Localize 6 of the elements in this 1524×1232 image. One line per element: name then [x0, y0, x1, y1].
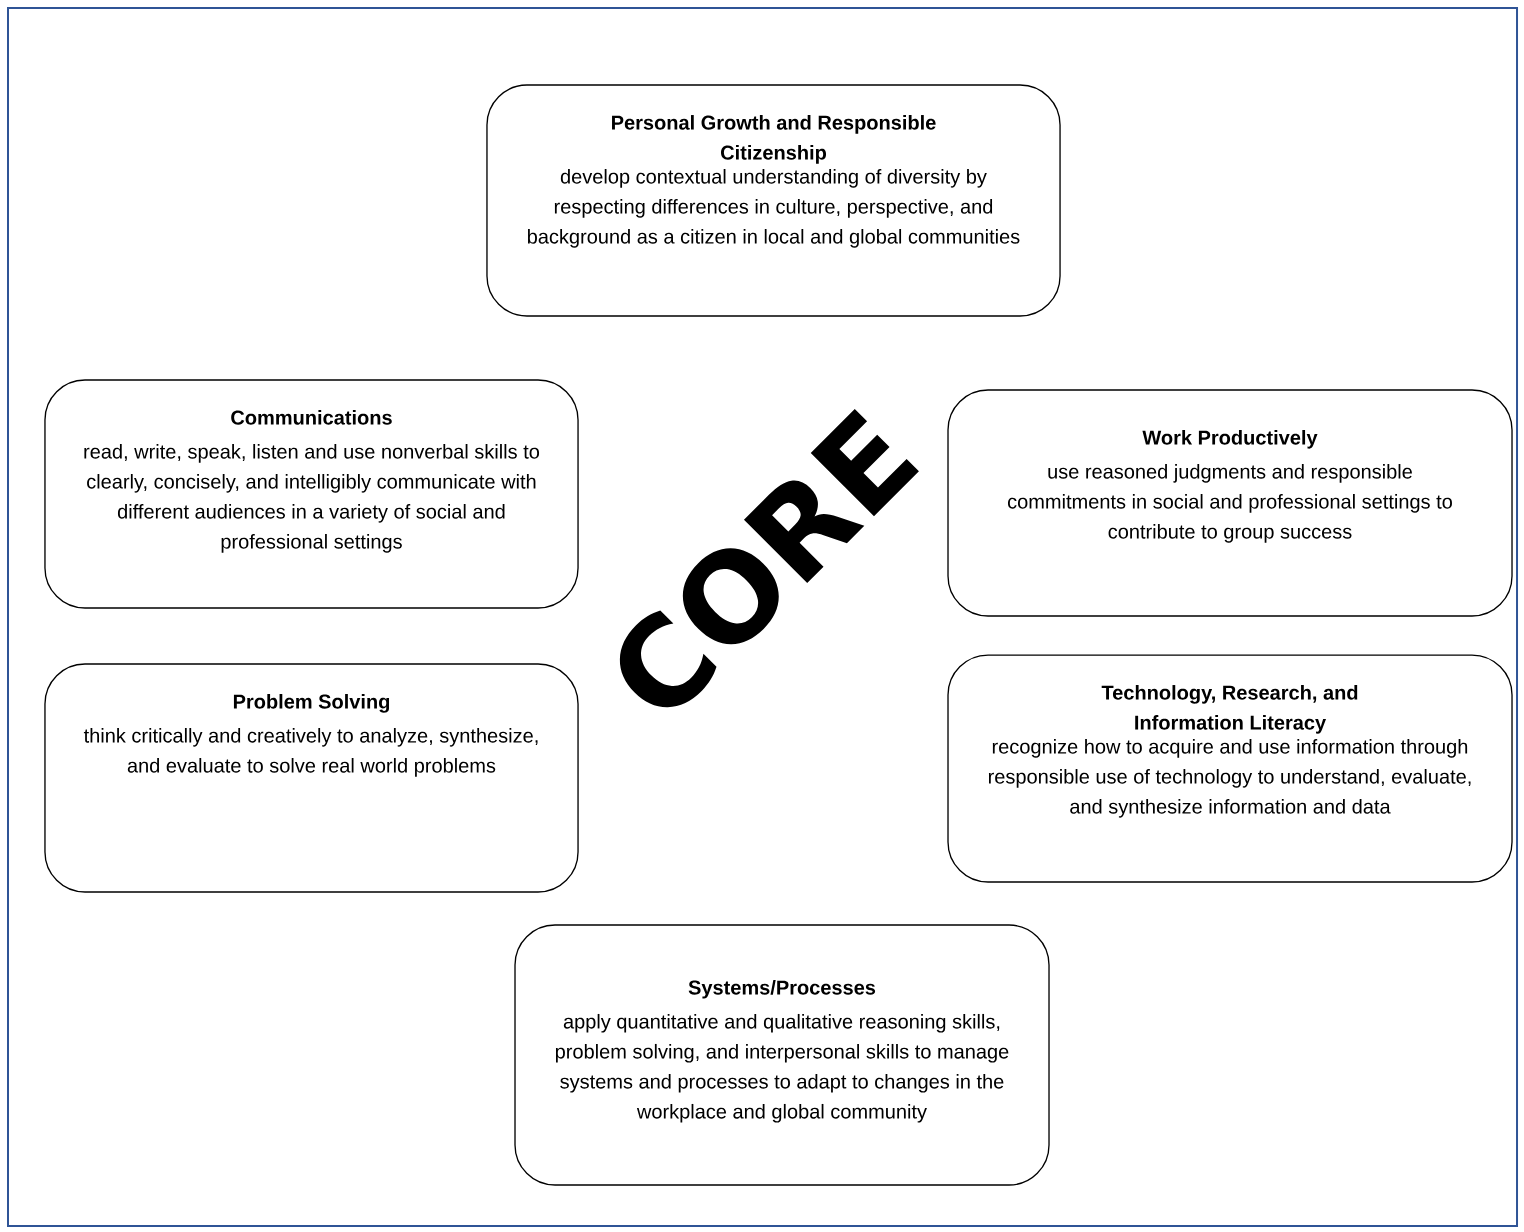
skill-box: Systems/Processes apply quantitative and qualitative reasoning skills, problem solving, and interpersonal skills to manage systems and processes to adapt to changes in the workplace and global community	[514, 924, 1050, 1186]
skill-box: Personal Growth and Responsible Citizenship develop contextual understanding of diversity by respecting differences in culture, perspective, and background as a citizen in local and global communities	[486, 84, 1061, 317]
skill-box: Communications read, write, speak, listen and use nonverbal skills to clearly, concisely, and intelligibly communicate with different audiences in a variety of social and professional settings	[44, 379, 579, 609]
skill-box: Problem Solving think critically and creatively to analyze, synthesize, and evaluate to solve real world problems	[44, 663, 579, 893]
skill-box: Work Productively use reasoned judgments and responsible commitments in social and professional settings to contribute to group success	[947, 389, 1513, 617]
skill-box: Technology, Research, and Information Literacy recognize how to acquire and use information through responsible use of technology to understand, evaluate, and synthesize information and data	[947, 654, 1513, 883]
